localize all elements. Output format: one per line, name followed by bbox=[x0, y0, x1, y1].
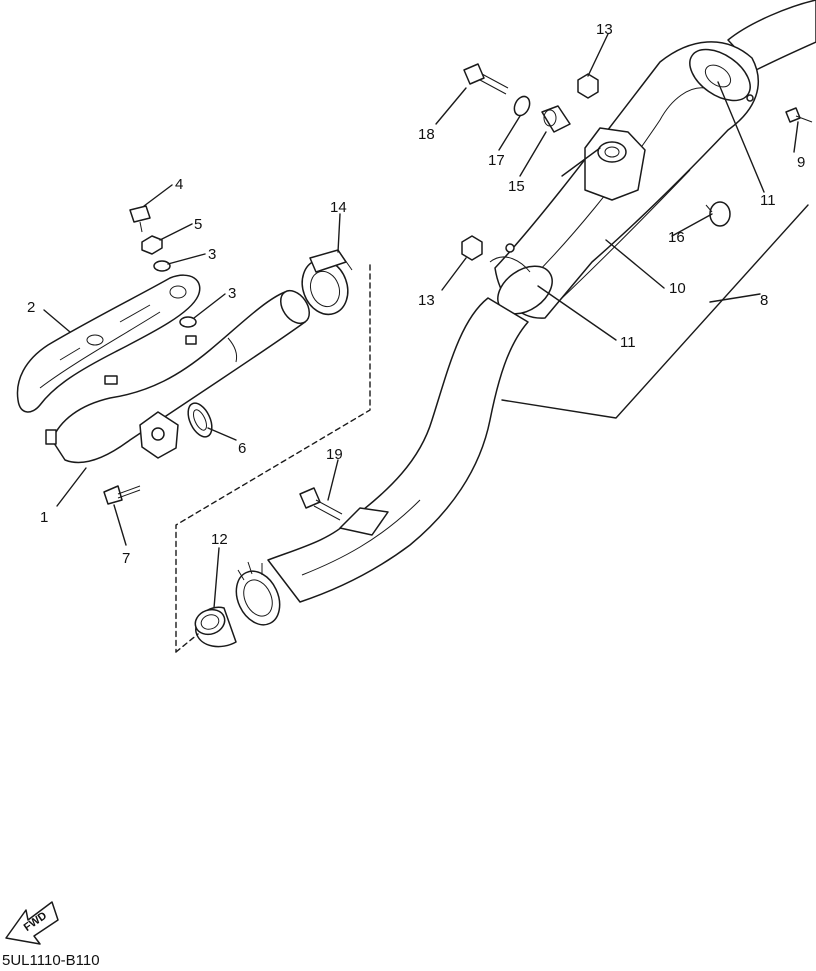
callout-11b: 11 bbox=[620, 334, 636, 351]
heat-protector bbox=[16, 274, 201, 413]
callout-12: 12 bbox=[211, 531, 228, 548]
callout-10: 10 bbox=[669, 280, 686, 297]
callout-13a: 13 bbox=[596, 21, 613, 38]
gasket bbox=[187, 402, 213, 438]
fasteners bbox=[103, 63, 813, 521]
callout-15: 15 bbox=[508, 178, 525, 195]
callout-14: 14 bbox=[330, 199, 347, 216]
clamp bbox=[301, 249, 353, 316]
callout-16: 16 bbox=[668, 229, 685, 246]
callout-labels: 1 2 3 3 4 5 6 7 8 9 10 11 11 12 13 13 14… bbox=[27, 21, 805, 567]
callout-8: 8 bbox=[760, 292, 768, 309]
callout-3b: 3 bbox=[228, 285, 236, 302]
callout-3a: 3 bbox=[208, 246, 216, 263]
exhaust-link-pipe bbox=[235, 297, 529, 626]
callout-11a: 11 bbox=[760, 192, 776, 209]
callout-19: 19 bbox=[326, 446, 343, 463]
callout-4: 4 bbox=[175, 176, 183, 193]
leader-lines bbox=[43, 33, 809, 653]
callout-7: 7 bbox=[122, 550, 130, 567]
reference-code: 5UL1110-B110 bbox=[2, 952, 100, 969]
callout-6: 6 bbox=[238, 440, 246, 457]
callout-1: 1 bbox=[40, 509, 48, 526]
fwd-arrow-icon: FWD bbox=[5, 901, 59, 945]
callout-2: 2 bbox=[27, 299, 35, 316]
gasket-ring bbox=[194, 606, 237, 648]
callout-9: 9 bbox=[797, 154, 805, 171]
callout-5: 5 bbox=[194, 216, 202, 233]
exhaust-header-pipe bbox=[45, 289, 311, 464]
callout-13b: 13 bbox=[418, 292, 435, 309]
callout-18: 18 bbox=[418, 126, 435, 143]
muffler-assembly bbox=[489, 0, 816, 319]
callout-17: 17 bbox=[488, 152, 505, 169]
